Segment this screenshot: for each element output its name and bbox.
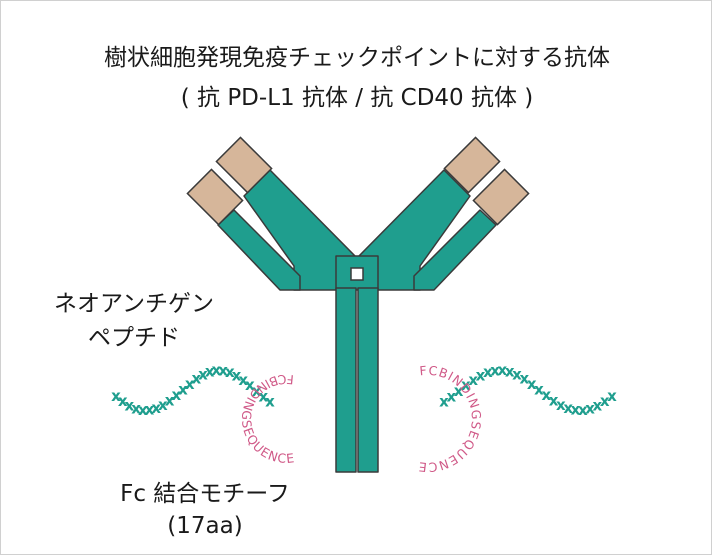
peptide-residue-mark: x (258, 387, 268, 405)
peptide-residue-mark: x (541, 386, 551, 404)
right-lower-variable-domain (472, 168, 530, 226)
peptide-residue-mark: x (158, 396, 168, 414)
peptide-residue-mark: x (468, 371, 478, 389)
peptide-residue-mark: x (563, 399, 573, 417)
peptide-residue-mark: x (454, 382, 464, 400)
peptide-residue-mark: x (556, 396, 566, 414)
peptide-residue-mark: x (118, 392, 128, 410)
peptide-residue-mark: x (178, 381, 188, 399)
peptide-residue-mark: x (571, 401, 581, 419)
figure-title-line1: 樹状細胞発現免疫チェックポイントに対する抗体 (104, 45, 610, 71)
peptide-residue-mark: x (461, 376, 471, 394)
peptide-residue-mark: x (212, 361, 222, 379)
peptide-residue-mark: x (578, 401, 588, 419)
peptide-residue-mark: x (549, 391, 559, 409)
neoantigen-label-line1: ネオアンチゲン (53, 291, 215, 317)
variable-domains (186, 136, 530, 226)
peptide-residue-mark: x (439, 393, 449, 411)
peptide-residue-mark: x (205, 363, 215, 381)
fc-motif-label-line2: (17aa) (167, 513, 243, 539)
peptide-residue-mark: x (534, 381, 544, 399)
peptide-residue-mark: x (512, 366, 522, 384)
peptide-residue-mark: x (505, 363, 515, 381)
neoantigen-label-line2: ペプチド (88, 325, 180, 351)
peptide-residue-mark: x (446, 387, 456, 405)
peptide-residue-mark: x (131, 399, 141, 417)
right-upper-variable-domain (443, 136, 501, 194)
peptide-residue-mark: x (600, 392, 610, 410)
fc-motif-label-line1: Fc 結合モチーフ (120, 481, 290, 507)
peptide-residue-mark: x (232, 366, 242, 384)
peptide-residue-mark: x (151, 399, 161, 417)
peptide-residue-mark: x (225, 363, 235, 381)
fc-heavy-chain-right (357, 287, 379, 473)
peptide-residue-mark: x (585, 399, 595, 417)
peptide-residue-mark: x (490, 361, 500, 379)
peptide-residue-mark: x (607, 387, 617, 405)
peptide-residue-mark: x (252, 382, 262, 400)
figure-title-line2: ( 抗 PD-L1 抗体 / 抗 CD40 抗体 ) (180, 85, 534, 111)
peptide-residue-mark: x (238, 371, 248, 389)
peptide-residue-mark: x (593, 396, 603, 414)
peptide-residue-mark: x (198, 366, 208, 384)
peptide-residue-mark: x (185, 375, 195, 393)
peptide-residue-mark: x (498, 361, 508, 379)
peptide-residue-mark: x (138, 401, 148, 419)
peptide-residue-mark: x (145, 401, 155, 419)
peptide-residue-mark: x (191, 370, 201, 388)
peptide-residue-mark: x (519, 370, 529, 388)
peptide-residue-mark: x (483, 363, 493, 381)
peptide-residue-mark: x (165, 391, 175, 409)
peptide-residue-mark: x (527, 375, 537, 393)
left-upper-variable-domain (215, 136, 273, 194)
peptide-residue-mark: x (218, 361, 228, 379)
peptide-residue-mark: x (265, 393, 275, 411)
hinge-gap (350, 267, 364, 281)
peptide-residue-mark: x (245, 376, 255, 394)
fc-heavy-chain-left (335, 287, 357, 473)
peptide-residue-mark: x (476, 366, 486, 384)
right-light-chain (413, 209, 497, 291)
peptide-residue-mark: x (111, 387, 121, 405)
peptide-residue-mark: x (125, 396, 135, 414)
left-lower-variable-domain (186, 168, 244, 226)
peptide-residue-mark: x (171, 386, 181, 404)
antibody-structure (217, 169, 497, 473)
